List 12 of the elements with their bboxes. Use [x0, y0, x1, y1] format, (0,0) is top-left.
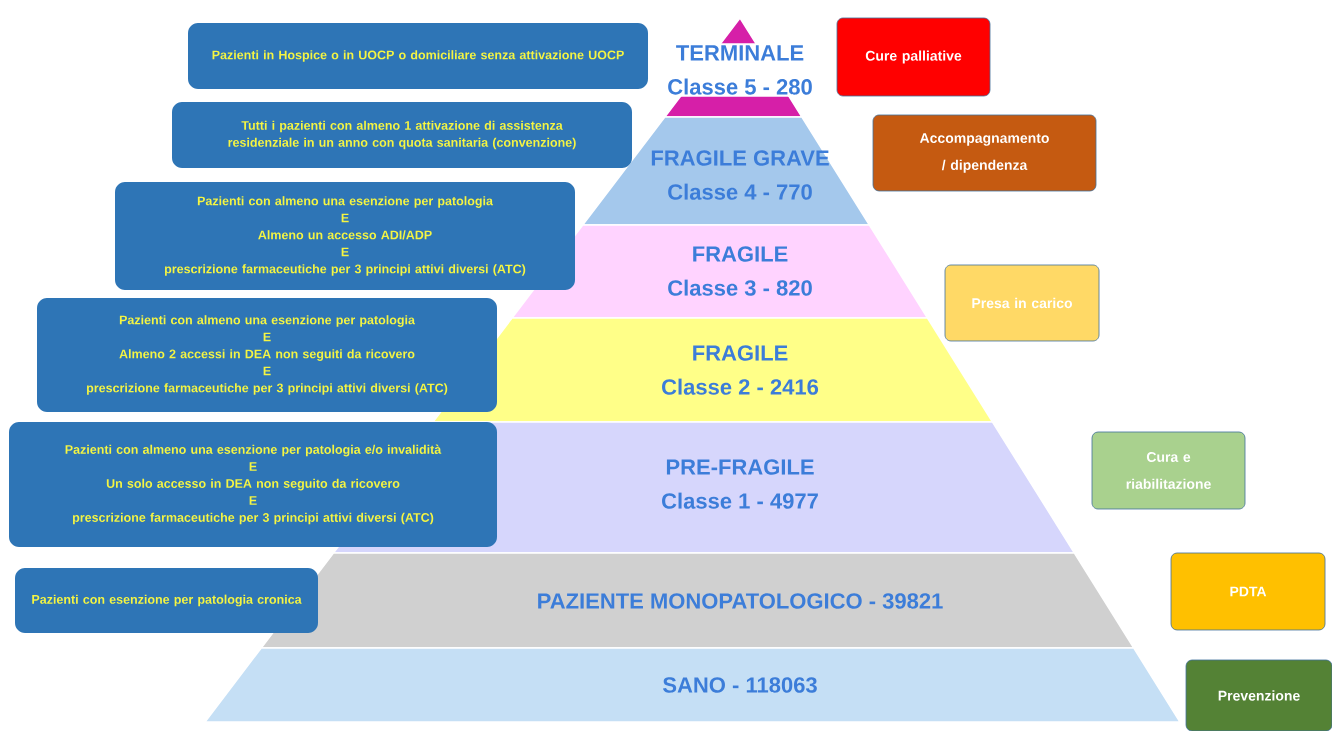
criteria-box: Pazienti con almeno una esenzione per patologia e/o invalidità E Un solo accesso in DEA non seguito da ricovero E prescrizione farmaceutiche per 3 principi attivi diversi (ATC)	[9, 422, 497, 547]
criteria-box: Tutti i pazienti con almeno 1 attivazione di assistenza residenziale in un anno con quota sanitaria (convenzione)	[172, 102, 632, 168]
criteria-box: Pazienti in Hospice o in UOCP o domiciliare senza attivazione UOCP	[188, 23, 648, 89]
care-box: Cure palliative	[836, 17, 991, 97]
care-box: Cura e riabilitazione	[1091, 431, 1246, 510]
care-box: Prevenzione	[1185, 659, 1332, 731]
criteria-box: Pazienti con almeno una esenzione per patologia E Almeno 2 accessi in DEA non seguiti da ricovero E prescrizione farmaceutiche per 3 principi attivi diversi (ATC)	[37, 298, 497, 412]
criteria-box: Pazienti con esenzione per patologia cronica	[15, 568, 318, 633]
criteria-box: Pazienti con almeno una esenzione per patologia E Almeno un accesso ADI/ADP E prescrizione farmaceutiche per 3 principi attivi diversi (ATC)	[115, 182, 575, 290]
care-box: Accompagnamento / dipendenza	[872, 114, 1097, 192]
care-box: Presa in carico	[944, 264, 1100, 342]
care-box: PDTA	[1170, 552, 1326, 631]
